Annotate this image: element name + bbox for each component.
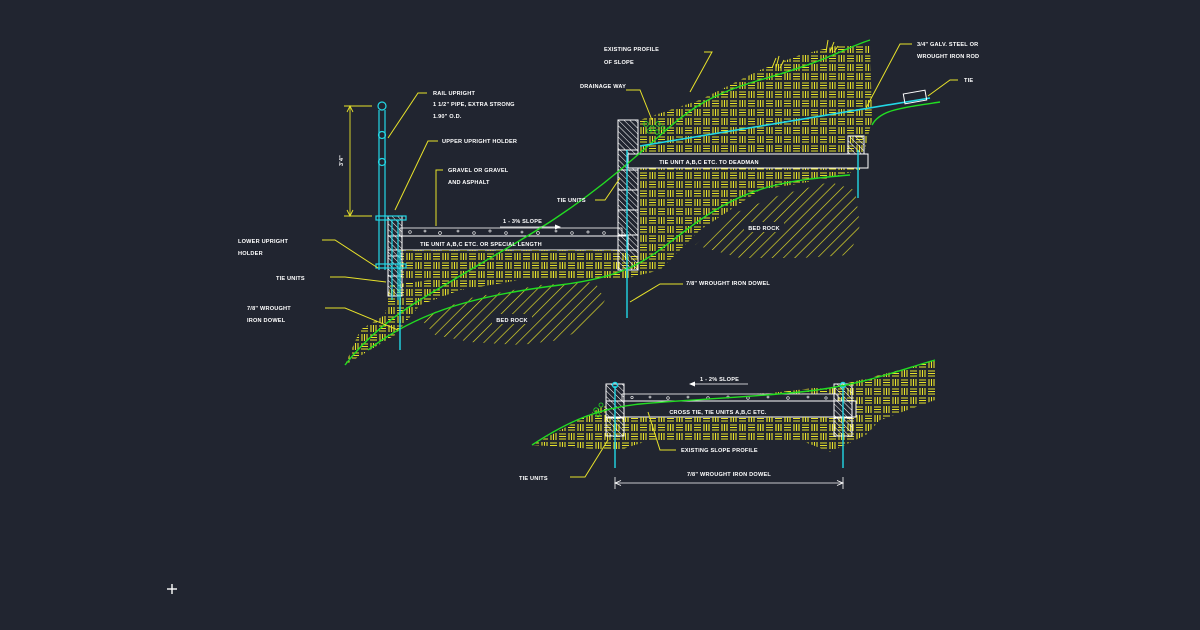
cross-tie-label: CROSS TIE, TIE UNITS A,B,C ETC. <box>669 410 767 416</box>
upper-section: 3'4" RAIL UPRIGHT 1 1/2" PIPE, EXTRA STR… <box>238 39 979 366</box>
leader-lines-lower <box>570 411 676 478</box>
bedrock-right <box>695 182 860 258</box>
upper-holder-label: UPPER UPRIGHT HOLDER <box>442 139 517 145</box>
rail-upright-label-2: 1 1/2" PIPE, EXTRA STRONG <box>433 102 515 108</box>
slope-lower-label: 1 - 2% SLOPE <box>700 377 739 383</box>
bed-rock-left-label: BED ROCK <box>496 318 527 324</box>
dowel-mid-label: 7/8" WROUGHT IRON DOWEL <box>686 281 770 287</box>
rail-upright <box>375 101 407 300</box>
existing-profile-label-1: EXISTING PROFILE <box>604 47 659 53</box>
tie-unit-beam-deadman <box>627 153 869 169</box>
tie-units-left-label: TIE UNITS <box>276 276 305 282</box>
ground-profile-right <box>871 101 941 126</box>
lower-dowel-dimension <box>613 477 845 489</box>
crosshair-cursor-icon <box>167 584 177 594</box>
tie-stack-mid <box>617 119 639 271</box>
ground-profile-lower <box>367 174 851 351</box>
galv-rod-label-1: 3/4" GALV. STEEL OR <box>917 42 978 48</box>
deadman-block <box>847 135 865 155</box>
dowel-left-label-2: IRON DOWEL <box>247 318 286 324</box>
height-dimension <box>344 104 372 218</box>
tie-units-lower-label: TIE UNITS <box>519 476 548 482</box>
bedrock-left <box>420 282 605 345</box>
gravel-label-2: AND ASPHALT <box>448 180 490 186</box>
leader-lines-upper <box>322 43 958 331</box>
galv-tie-rod <box>639 97 931 147</box>
lower-holder-label-2: HOLDER <box>238 251 263 257</box>
gravel-label-1: GRAVEL OR GRAVEL <box>448 168 509 174</box>
existing-slope-label: EXISTING SLOPE PROFILE <box>681 448 758 454</box>
tie-right-label: TIE <box>964 78 973 84</box>
lower-existing-profile <box>531 359 936 446</box>
dim-height-label: 3'4" <box>339 155 345 166</box>
grass-tuft-2 <box>825 39 839 53</box>
grass-tuft-1 <box>771 55 785 69</box>
rail-upright-label-1: RAIL UPRIGHT <box>433 91 475 97</box>
slope-upper-label: 1 - 3% SLOPE <box>503 219 542 225</box>
tie-unit-deadman-label: TIE UNIT A,B,C ETC. TO DEADMAN <box>659 160 759 166</box>
dowel-lower-label: 7/8" WROUGHT IRON DOWEL <box>687 472 771 478</box>
galv-rod-label-2: WROUGHT IRON ROD <box>917 54 979 60</box>
dowel-left-label-1: 7/8" WROUGHT <box>247 306 291 312</box>
upper-soil-fill <box>345 45 872 365</box>
lower-holder-label-1: LOWER UPRIGHT <box>238 239 289 245</box>
bed-rock-right-label: BED ROCK <box>748 226 779 232</box>
lower-section: 1 - 2% SLOPE CROSS TIE, TIE UNITS A,B,C … <box>519 359 936 489</box>
lower-drainage-gravel <box>593 402 604 418</box>
tie-unit-special-label: TIE UNIT A,B,C ETC. OR SPECIAL LENGTH <box>420 242 542 248</box>
gravel-dots <box>408 229 606 235</box>
drainage-way-label: DRAINAGE WAY <box>580 84 626 90</box>
drainage-gravel <box>643 121 666 135</box>
existing-profile-label-2: OF SLOPE <box>604 60 634 66</box>
existing-ground-profile <box>344 39 871 366</box>
tie-units-mid-label: TIE UNITS <box>557 198 586 204</box>
gravel-layer <box>399 227 623 237</box>
rail-upright-label-3: 1.90" O.D. <box>433 114 462 120</box>
rod-turnbuckle <box>902 89 928 105</box>
